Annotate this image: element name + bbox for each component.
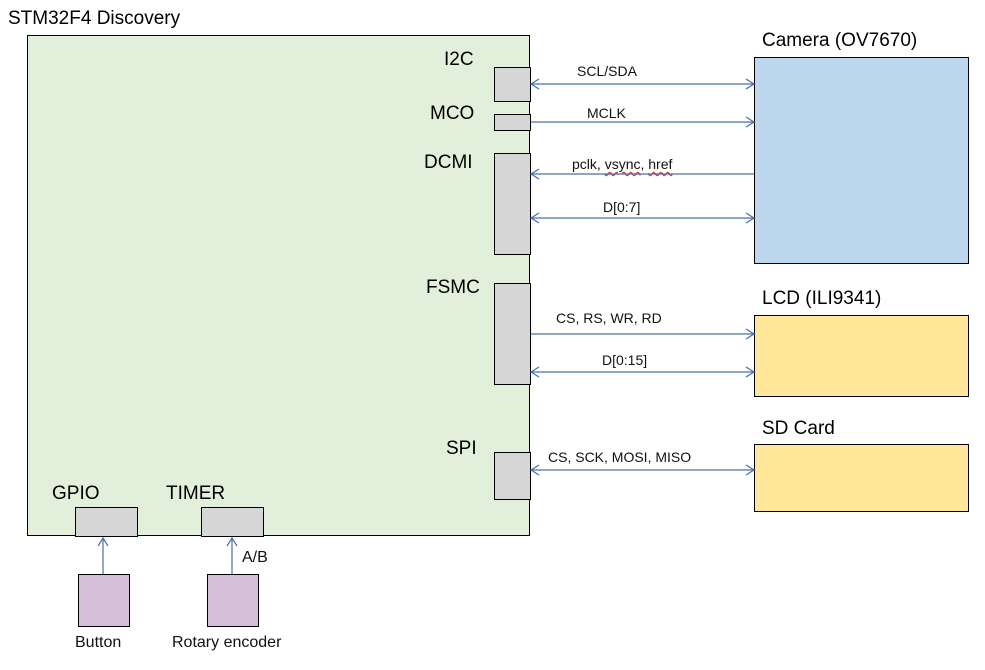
port-label-spi: SPI — [446, 438, 477, 459]
arrowhead-right-icon — [745, 116, 756, 128]
arrowhead-right-icon — [745, 328, 756, 340]
camera-block — [754, 57, 969, 264]
signal-spi-bus: CS, SCK, MOSI, MISO — [548, 449, 692, 465]
arrowhead-right-icon — [745, 78, 756, 90]
signal-mclk: MCLK — [587, 105, 626, 121]
port-i2c — [494, 67, 531, 102]
rotary-encoder-label: Rotary encoder — [172, 634, 282, 651]
sd-card-block — [754, 444, 969, 512]
rotary-encoder-block — [207, 574, 259, 627]
port-fsmc — [494, 283, 531, 385]
lcd-title: LCD (ILI9341) — [762, 288, 882, 309]
port-label-i2c: I2C — [444, 49, 474, 70]
signal-encoder-ab: A/B — [242, 549, 268, 566]
port-dcmi — [494, 153, 531, 255]
arrowhead-up-icon — [226, 536, 238, 547]
button-block — [78, 574, 130, 627]
signal-href: href — [648, 156, 673, 172]
board-title: STM32F4 Discovery — [8, 8, 181, 29]
port-label-mco: MCO — [430, 103, 475, 124]
port-mco — [494, 114, 531, 131]
signal-scl-sda: SCL/SDA — [577, 63, 637, 79]
signal-pclk: pclk, — [572, 156, 605, 172]
arrowhead-up-icon — [97, 536, 109, 547]
arrowhead-left-icon — [529, 212, 540, 224]
arrowhead-right-icon — [745, 366, 756, 378]
signal-vsync: vsync — [604, 156, 641, 172]
signal-lcd-ctrl: CS, RS, WR, RD — [556, 310, 662, 326]
stm32-board — [27, 35, 530, 536]
signal-lcd-data: D[0:15] — [602, 352, 648, 368]
arrowhead-right-icon — [745, 464, 756, 476]
port-label-timer: TIMER — [166, 483, 226, 504]
lcd-block — [754, 315, 969, 397]
arrowhead-left-icon — [529, 464, 540, 476]
port-label-fsmc: FSMC — [426, 277, 480, 298]
signal-sep: , — [640, 156, 649, 172]
signal-dcmi-data: D[0:7] — [603, 199, 641, 215]
arrowhead-left-icon — [529, 366, 540, 378]
port-timer — [201, 507, 264, 537]
camera-title: Camera (OV7670) — [762, 30, 918, 51]
port-label-gpio: GPIO — [52, 483, 100, 504]
port-spi — [494, 452, 531, 500]
button-label: Button — [75, 634, 122, 651]
arrowhead-left-icon — [529, 168, 540, 180]
sd-title: SD Card — [762, 418, 835, 439]
arrowhead-left-icon — [529, 78, 540, 90]
signal-dcmi-ctrl: pclk, vsync, href — [572, 156, 672, 172]
port-gpio — [75, 507, 138, 537]
arrowhead-right-icon — [745, 212, 756, 224]
port-label-dcmi: DCMI — [424, 152, 473, 173]
